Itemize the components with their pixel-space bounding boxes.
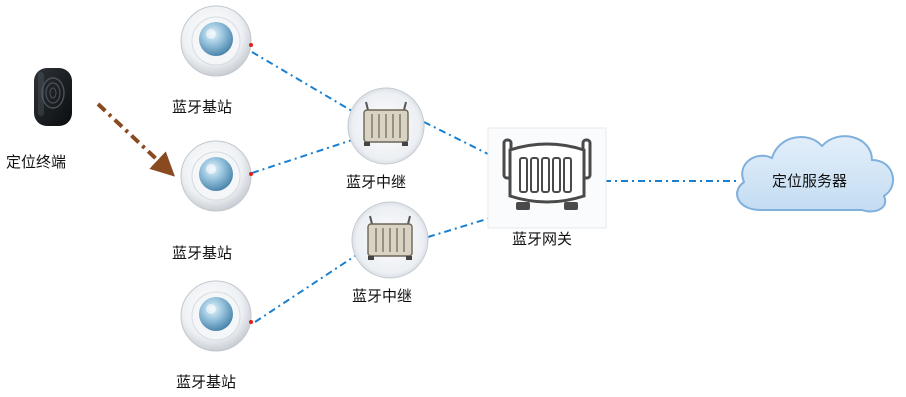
ceiling-sensor-icon: [180, 140, 253, 212]
link-station2-repeater1: [251, 139, 353, 174]
base-station-label-3: 蓝牙基站: [176, 373, 237, 391]
router-antenna-icon: [347, 87, 425, 165]
base-station-label-2: 蓝牙基站: [172, 244, 233, 262]
link-station3-repeater2: [254, 255, 356, 323]
locator-tag-icon: [34, 68, 72, 126]
base-station-label-1: 蓝牙基站: [172, 98, 233, 116]
gateway-icon: [487, 127, 607, 229]
link-repeater1-gateway: [423, 121, 501, 161]
ceiling-sensor-icon: [180, 280, 253, 352]
terminal-label: 定位终端: [6, 153, 67, 171]
cloud-icon: [736, 135, 894, 213]
terminal-arrow: [96, 102, 175, 177]
connection-lines: [251, 51, 738, 323]
repeater-label-1: 蓝牙中继: [346, 173, 407, 191]
router-antenna-icon: [351, 201, 429, 279]
ceiling-sensor-icon: [180, 5, 253, 77]
link-station1-repeater1: [251, 51, 353, 112]
gateway-label: 蓝牙网关: [512, 230, 573, 248]
server-label: 定位服务器: [772, 172, 848, 190]
repeater-label-2: 蓝牙中继: [352, 287, 413, 305]
